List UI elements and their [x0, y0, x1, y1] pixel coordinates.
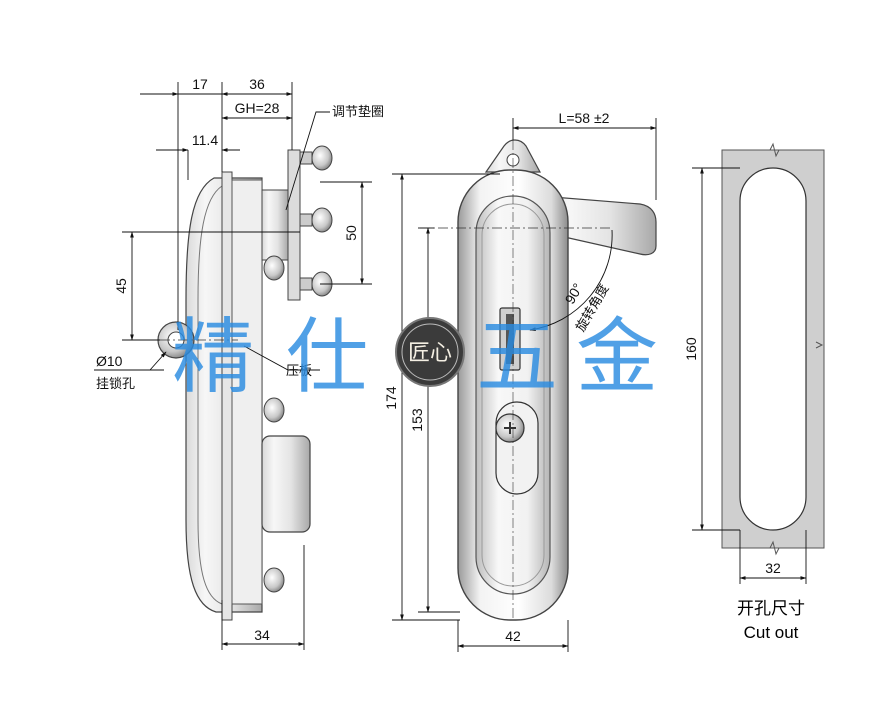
side-shim: [287, 149, 301, 301]
side-dimension-text: 17 36 GH=28 11.4 45 50 34 Ø10 调节垫圈 挂锁孔 压…: [96, 76, 384, 643]
side-dimensions: [94, 82, 372, 650]
side-bracket: [261, 189, 289, 261]
watermark-logo: 匠心: [395, 317, 465, 387]
dim-l58: L=58 ±2: [559, 110, 610, 126]
watermark-char-2: 仕: [286, 310, 368, 405]
label-shim: 调节垫圈: [332, 104, 384, 120]
dim-17: 17: [192, 76, 208, 92]
dim-160: 160: [683, 337, 699, 361]
watermark-logo-text: 匠心: [408, 341, 452, 366]
dim-45: 45: [113, 278, 129, 294]
cutout-text: 160 32 开孔尺寸 Cut out: [683, 337, 805, 642]
cutout-title-cn: 开孔尺寸: [737, 599, 805, 618]
side-lock-cylinder: [261, 435, 311, 533]
watermark-char-4: 金: [576, 310, 658, 405]
dim-diameter-10: Ø10: [96, 353, 123, 369]
label-padlock-hole: 挂锁孔: [96, 376, 135, 392]
dim-153: 153: [409, 408, 425, 432]
label-pressure-plate: 压板: [286, 364, 312, 379]
cutout-title-en: Cut out: [744, 623, 799, 642]
cutout-view: [721, 142, 825, 556]
side-mount: [231, 179, 263, 605]
watermark: 精 仕 五 金 匠心: [172, 310, 658, 405]
side-body-inner: [197, 185, 223, 605]
cutout-dimensions: [692, 167, 807, 584]
watermark-char-3: 五: [476, 310, 558, 405]
dim-11-4: 11.4: [192, 132, 218, 148]
cutout-hole: [739, 167, 807, 531]
front-dimensions: [392, 118, 657, 652]
dim-36: 36: [249, 76, 265, 92]
watermark-char-1: 精: [172, 310, 254, 405]
dim-50: 50: [343, 225, 359, 241]
front-view: [420, 139, 657, 621]
dim-32: 32: [765, 560, 781, 576]
dim-gh: GH=28: [235, 100, 280, 116]
side-view: [157, 145, 333, 621]
dim-174: 174: [383, 386, 399, 410]
dim-42: 42: [505, 628, 521, 644]
dim-34: 34: [254, 627, 270, 643]
